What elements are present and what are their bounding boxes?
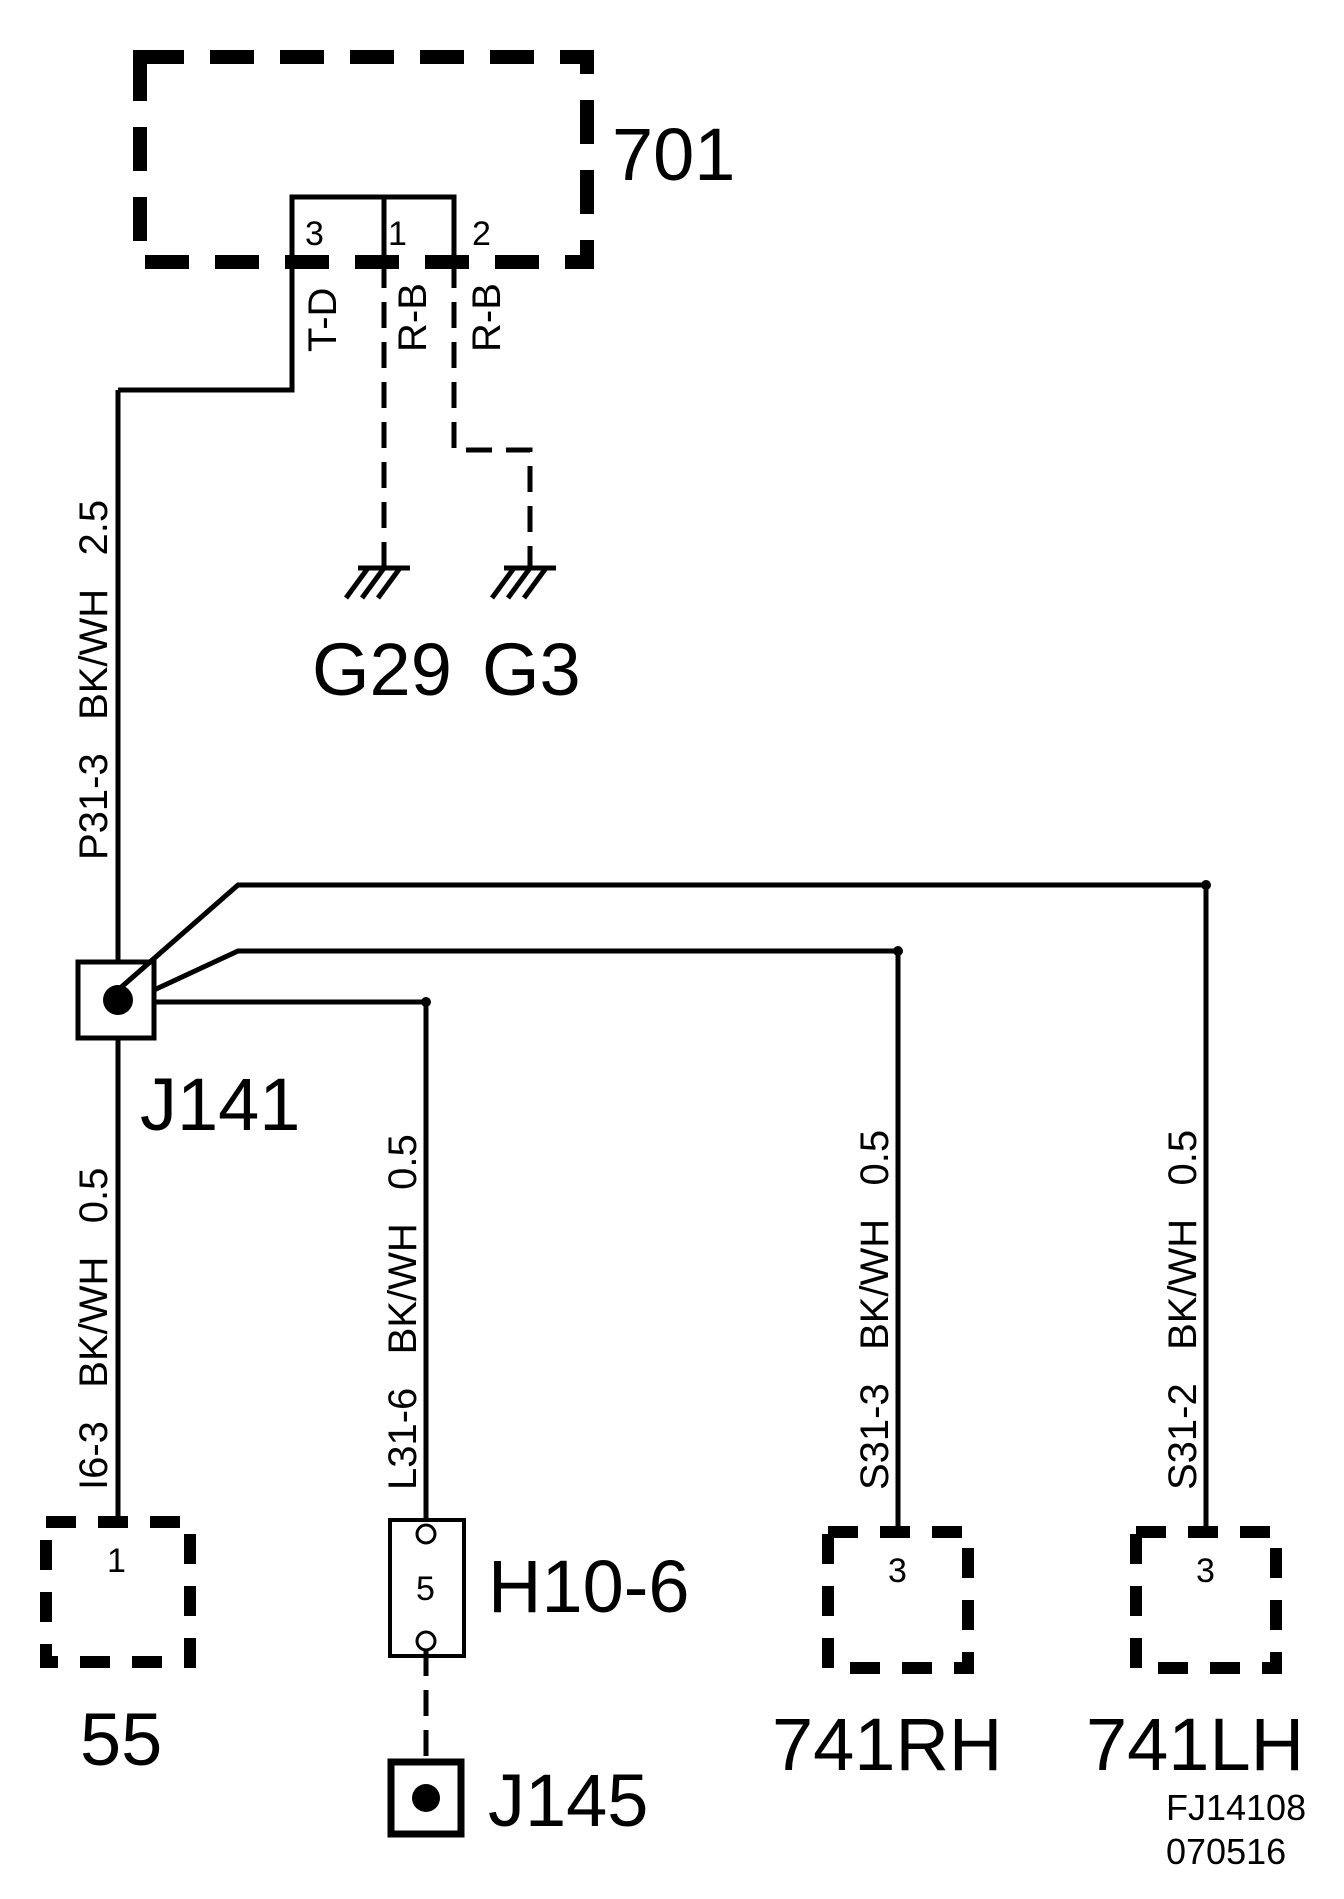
- ground-g29-hatch-1: [343, 566, 371, 600]
- drawing-footer: FJ14108 070516: [1166, 1787, 1306, 1872]
- module-701-pin-bar: [289, 194, 457, 262]
- module-701-box: [133, 50, 594, 269]
- connector-55-pin: 1: [107, 1542, 126, 1580]
- drawing-code: FJ14108: [1166, 1787, 1306, 1828]
- ground-g3-hatch-2: [505, 566, 533, 600]
- wire-label-main-feed: P31-3 BK/WH 2.5: [72, 500, 116, 860]
- branch-lh-wire: [116, 882, 1209, 1530]
- connector-741lh-label: 741LH: [1086, 1703, 1304, 1786]
- module-701: 701 3 1 2: [133, 50, 735, 269]
- connector-741rh-pin-node: [893, 1527, 903, 1537]
- wire-label-rb-2: R-B: [465, 283, 509, 352]
- connector-h10-6-pin: 5: [416, 1570, 435, 1608]
- ground-g3-hatch-3: [521, 566, 549, 600]
- branch-h10-node: [421, 997, 431, 1007]
- connector-741rh: 3 741RH: [772, 1526, 1002, 1786]
- ground-g3-hatch-1: [489, 566, 517, 600]
- connector-55-label: 55: [80, 1698, 162, 1781]
- wire-701-pin1: R-B: [381, 262, 435, 568]
- connector-741lh-pin: 3: [1196, 1552, 1215, 1590]
- connector-h10-6-label: H10-6: [488, 1545, 690, 1628]
- wire-701-pin3: T-D: [118, 262, 345, 393]
- wire-main-feed: P31-3 BK/WH 2.5: [72, 390, 121, 970]
- pin-701-1: 1: [388, 215, 407, 253]
- wire-701-pin2: R-B: [451, 262, 533, 568]
- connector-h10-6-top-terminal: [415, 1523, 437, 1545]
- module-701-label: 701: [612, 113, 735, 196]
- branch-lh-node: [1201, 880, 1211, 890]
- pin-701-2: 2: [472, 215, 491, 253]
- branch-to-741rh: S31-3 BK/WH 0.5: [152, 946, 903, 1530]
- connector-55-pin-node: [113, 1517, 123, 1527]
- drawing-date: 070516: [1166, 1831, 1286, 1872]
- branch-rh-wire: [152, 948, 901, 1530]
- branch-to-h10-6: L31-6 BK/WH 0.5: [154, 997, 431, 1520]
- splice-j145: J145: [387, 1758, 648, 1842]
- ground-g29-label: G29: [312, 628, 452, 711]
- connector-741rh-pin: 3: [888, 1552, 907, 1590]
- branch-rh-node: [893, 946, 903, 956]
- wire-label-td: T-D: [301, 288, 345, 352]
- connector-741rh-label: 741RH: [772, 1703, 1002, 1786]
- branch-to-741lh: S31-2 BK/WH 0.5: [116, 880, 1211, 1530]
- wire-td-segment: [118, 262, 295, 393]
- wire-label-rb-1: R-B: [391, 283, 435, 352]
- ground-g29-hatch-3: [375, 566, 403, 600]
- connector-55: 1 55: [40, 1516, 196, 1781]
- splice-j141: J141: [75, 959, 300, 1146]
- wire-label-h10: L31-6 BK/WH 0.5: [381, 1134, 425, 1490]
- ground-g29-hatch-2: [359, 566, 387, 600]
- ground-g3: G3: [482, 565, 581, 711]
- wire-label-55: I6-3 BK/WH 0.5: [72, 1168, 116, 1490]
- connector-741lh-pin-node: [1201, 1527, 1211, 1537]
- connector-h10-6-bottom-terminal: [415, 1630, 437, 1652]
- connector-741lh: 3 741LH: [1086, 1526, 1304, 1786]
- pin-701-3: 3: [305, 215, 324, 253]
- branch-to-55: I6-3 BK/WH 0.5: [72, 1038, 121, 1520]
- wire-label-rh: S31-3 BK/WH 0.5: [853, 1130, 897, 1490]
- splice-j141-dot: [103, 985, 133, 1015]
- wire-rb-to-g3: [451, 262, 533, 568]
- splice-j145-dot: [412, 1784, 440, 1812]
- wire-label-lh: S31-2 BK/WH 0.5: [1161, 1130, 1205, 1490]
- ground-g29: G29: [312, 565, 452, 711]
- splice-j145-label: J145: [488, 1759, 648, 1842]
- ground-g3-label: G3: [482, 628, 581, 711]
- splice-j141-label: J141: [140, 1063, 300, 1146]
- connector-h10-6: 5 H10-6: [388, 1518, 690, 1658]
